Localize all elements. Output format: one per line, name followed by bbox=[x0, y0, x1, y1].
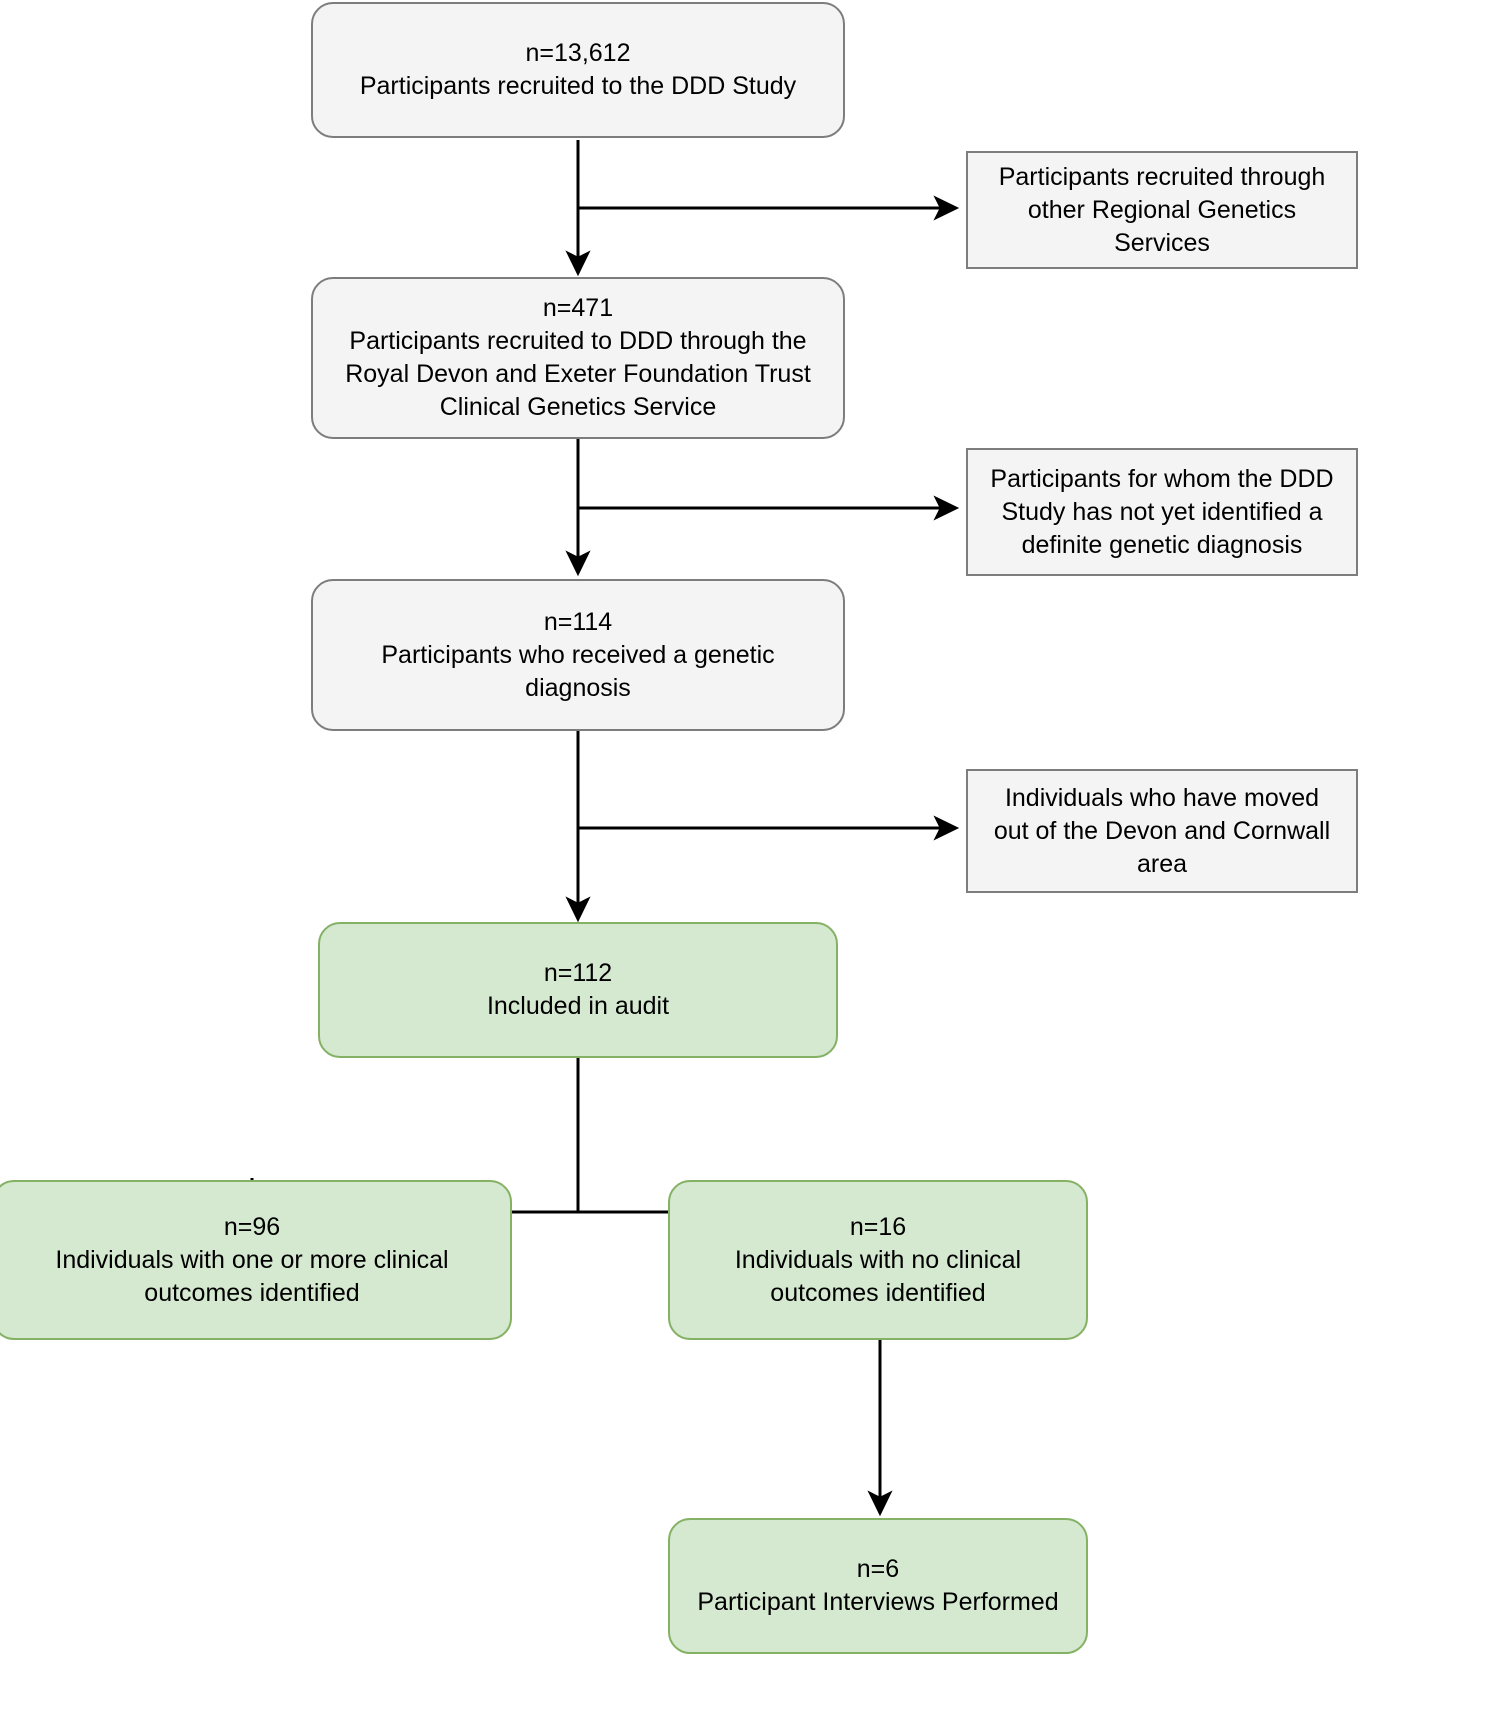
node-individuals-with-clinical-outcomes[interactable]: n=96 Individuals with one or more clinic… bbox=[0, 1180, 512, 1340]
node-received-genetic-diagnosis-text: n=114 Participants who received a geneti… bbox=[381, 607, 775, 702]
node-participants-recruited-rdeft[interactable]: n=471 Participants recruited to DDD thro… bbox=[311, 277, 845, 439]
node-individuals-without-clinical-outcomes[interactable]: n=16 Individuals with no clinical outcom… bbox=[668, 1180, 1088, 1340]
node-excluded-other-regional-services-text: Participants recruited through other Reg… bbox=[998, 162, 1326, 257]
node-included-in-audit[interactable]: n=112 Included in audit bbox=[318, 922, 838, 1058]
node-participants-recruited-rdeft-text: n=471 Participants recruited to DDD thro… bbox=[345, 294, 811, 421]
node-participant-interviews-performed[interactable]: n=6 Participant Interviews Performed bbox=[668, 1518, 1088, 1654]
node-individuals-without-clinical-outcomes-text: n=16 Individuals with no clinical outcom… bbox=[734, 1212, 1022, 1307]
node-individuals-with-clinical-outcomes-text: n=96 Individuals with one or more clinic… bbox=[55, 1212, 449, 1307]
node-excluded-other-regional-services[interactable]: Participants recruited through other Reg… bbox=[966, 151, 1358, 269]
node-participants-recruited-total[interactable]: n=13,612 Participants recruited to the D… bbox=[311, 2, 845, 138]
node-included-in-audit-text: n=112 Included in audit bbox=[486, 959, 670, 1020]
node-excluded-moved-out-of-area-text: Individuals who have moved out of the De… bbox=[993, 783, 1331, 878]
node-excluded-no-definite-diagnosis[interactable]: Participants for whom the DDD Study has … bbox=[966, 448, 1358, 576]
node-excluded-no-definite-diagnosis-text: Participants for whom the DDD Study has … bbox=[990, 464, 1334, 559]
node-participant-interviews-performed-text: n=6 Participant Interviews Performed bbox=[697, 1555, 1059, 1616]
node-excluded-moved-out-of-area[interactable]: Individuals who have moved out of the De… bbox=[966, 769, 1358, 893]
node-received-genetic-diagnosis[interactable]: n=114 Participants who received a geneti… bbox=[311, 579, 845, 731]
node-participants-recruited-total-text: n=13,612 Participants recruited to the D… bbox=[359, 39, 797, 100]
